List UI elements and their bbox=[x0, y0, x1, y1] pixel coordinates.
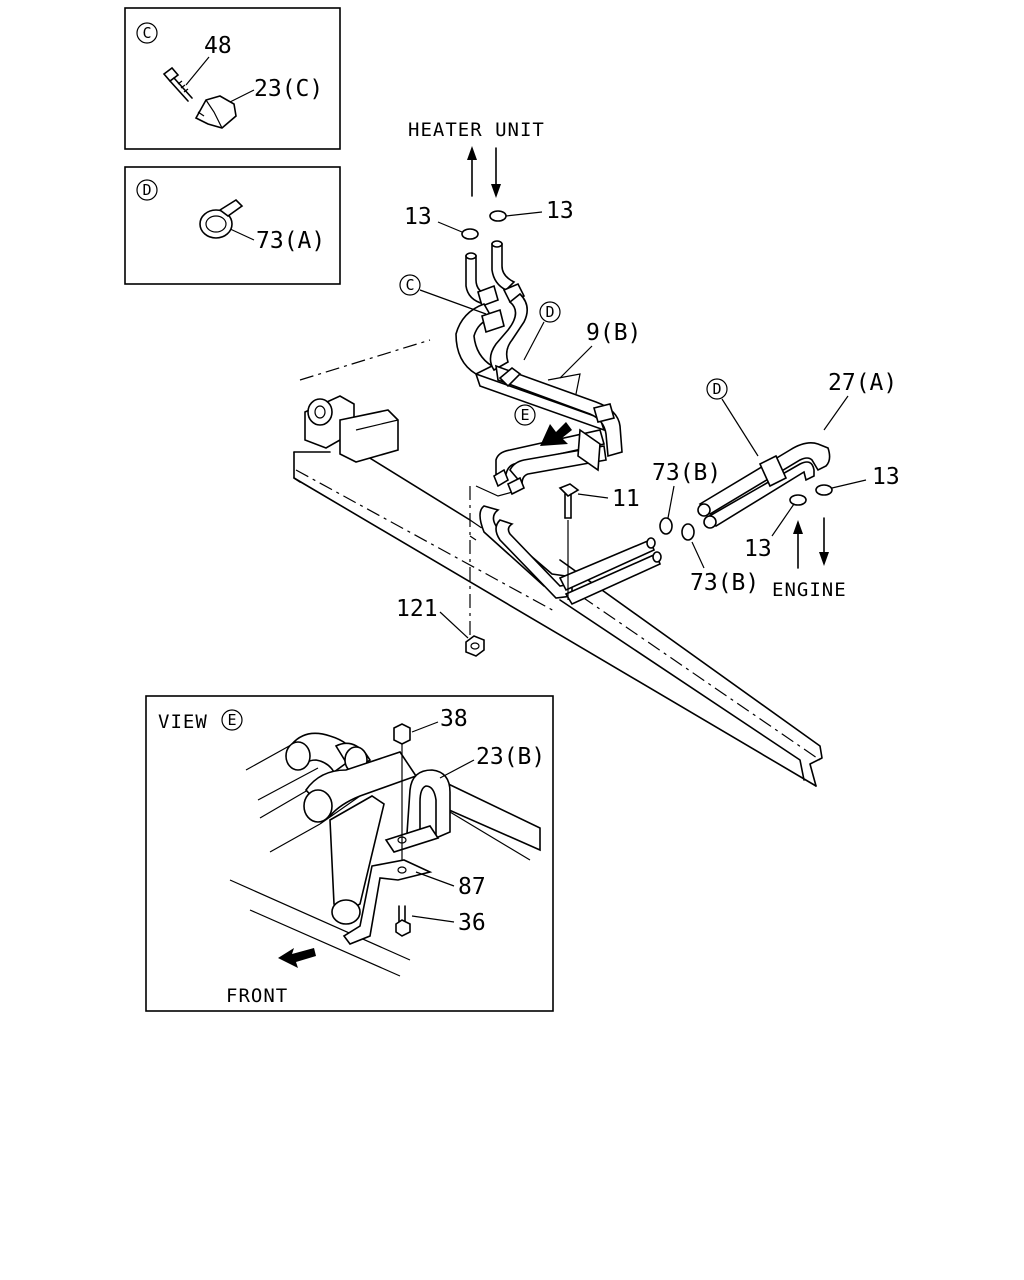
view-e-label-36: 36 bbox=[458, 910, 486, 936]
marker-d-engine: D bbox=[712, 380, 721, 398]
inset-d-panel: D 73(A) bbox=[124, 166, 341, 285]
view-e-direction-arrow-icon bbox=[540, 422, 572, 446]
view-e-marker: E bbox=[227, 711, 236, 729]
nut-121-icon bbox=[465, 635, 485, 657]
inset-c-label-23c: 23(C) bbox=[254, 76, 323, 102]
marker-e-main: E bbox=[520, 406, 529, 424]
callout-73b-top: 73(B) bbox=[652, 460, 721, 486]
bolt-48-icon bbox=[162, 66, 193, 102]
engine-hose-27a bbox=[697, 442, 831, 529]
heater-unit-label: HEATER UNIT bbox=[408, 119, 545, 141]
marker-d-heater: D bbox=[545, 303, 554, 321]
callout-9b: 9(B) bbox=[586, 320, 641, 346]
view-e-label-38: 38 bbox=[440, 706, 468, 732]
inset-c-label-48: 48 bbox=[204, 33, 232, 59]
view-e-label-23b: 23(B) bbox=[476, 744, 545, 770]
view-e-pipes bbox=[229, 732, 541, 977]
bolt-36-icon bbox=[395, 905, 411, 937]
view-e-panel: VIEW E bbox=[145, 695, 554, 1012]
hose-band-clamp-73a-icon bbox=[199, 198, 244, 239]
clamp-73b-bottom-icon bbox=[681, 523, 695, 541]
heater-hose-assembly bbox=[455, 240, 662, 606]
callout-13-engine-right: 13 bbox=[872, 464, 900, 490]
callout-73b-bottom: 73(B) bbox=[690, 570, 759, 596]
clamp-73b-top-icon bbox=[659, 517, 673, 535]
clamp-13-right-icon bbox=[489, 210, 507, 222]
heater-inflow-arrow-icon bbox=[491, 147, 501, 198]
main-assembly: HEATER UNIT 13 13 bbox=[293, 119, 900, 787]
inset-c-panel: C 48 23(C) bbox=[124, 7, 341, 150]
clamp-13-engine-right-icon bbox=[815, 484, 833, 496]
engine-inflow-arrow-icon bbox=[819, 517, 829, 566]
engine-outflow-arrow-icon bbox=[793, 520, 803, 569]
callout-27a: 27(A) bbox=[828, 370, 897, 396]
inset-d-marker: D bbox=[142, 181, 151, 199]
clip-23c-icon bbox=[194, 95, 237, 129]
callout-11: 11 bbox=[612, 486, 640, 512]
callout-121: 121 bbox=[396, 596, 438, 622]
callout-13-engine-left: 13 bbox=[744, 536, 772, 562]
inset-c-marker: C bbox=[142, 24, 151, 42]
clamp-13-left-icon bbox=[461, 228, 479, 240]
nut-38-icon bbox=[393, 723, 411, 860]
vehicle-frame-outline bbox=[293, 339, 823, 787]
front-direction-arrow-icon bbox=[278, 948, 316, 968]
clamp-13-engine-left-icon bbox=[789, 494, 807, 506]
view-e-title: VIEW bbox=[158, 711, 208, 733]
bolt-11-icon bbox=[558, 483, 580, 600]
callout-13-right: 13 bbox=[546, 198, 574, 224]
bracket-87-icon bbox=[342, 859, 433, 945]
callout-13-left: 13 bbox=[404, 204, 432, 230]
inset-d-label-73a: 73(A) bbox=[256, 228, 325, 254]
engine-label: ENGINE bbox=[772, 579, 847, 601]
marker-c-main: C bbox=[405, 276, 414, 294]
view-e-label-87: 87 bbox=[458, 874, 486, 900]
heater-outflow-arrow-icon bbox=[467, 146, 477, 197]
view-e-front-label: FRONT bbox=[226, 985, 288, 1007]
